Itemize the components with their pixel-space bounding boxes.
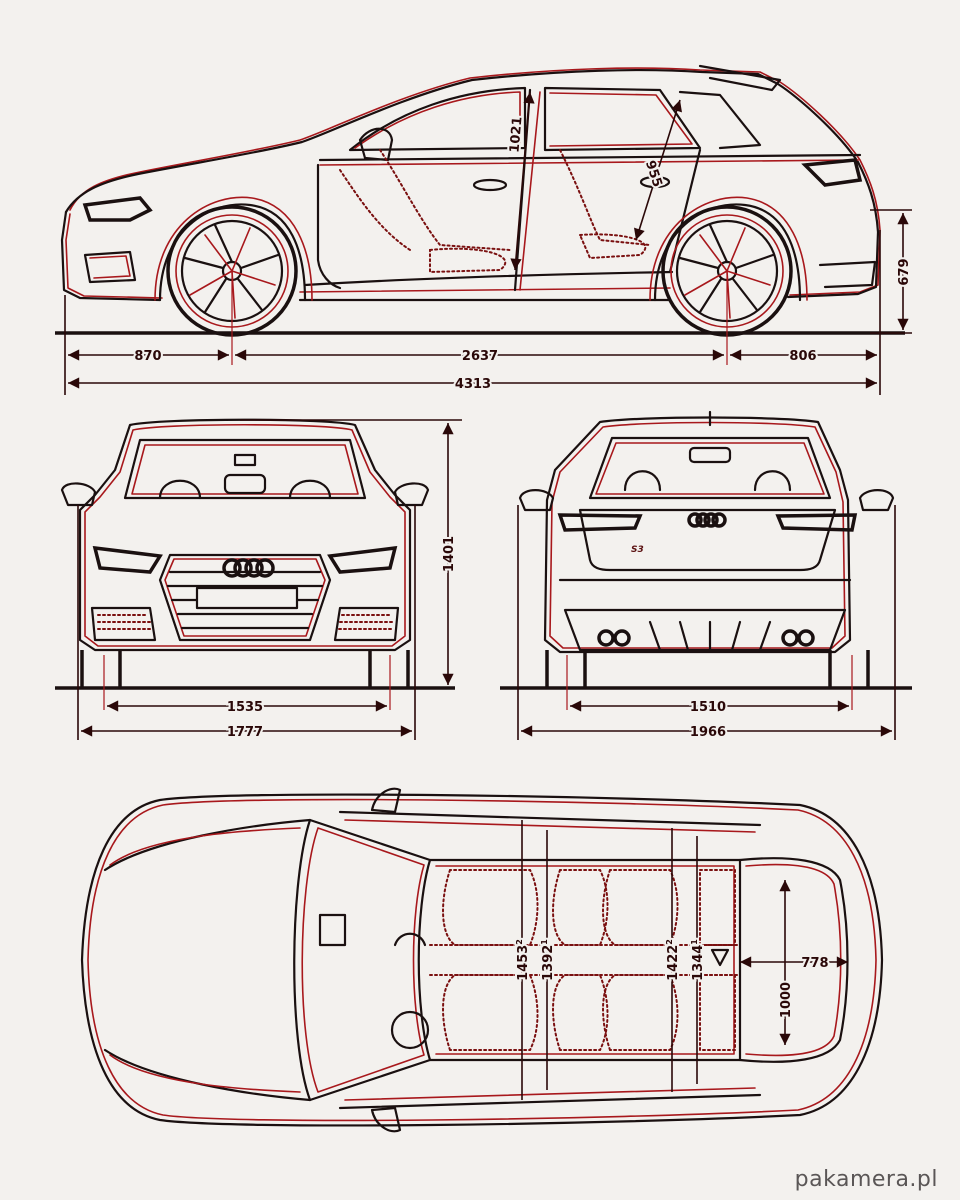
rear-model-badge: S3 <box>631 545 644 555</box>
audi-rings-front-icon <box>222 558 275 578</box>
front-wheel <box>154 196 313 337</box>
side-body-outline <box>60 64 881 302</box>
wheelbase-label: 2637 <box>462 349 498 364</box>
audi-rings-rear-icon <box>687 512 727 528</box>
rear-height-label: 679 <box>897 258 912 285</box>
front-headroom-label: 1021 <box>507 116 525 153</box>
top-seats-dotted <box>429 869 741 1051</box>
top-view: 14532 13921 14222 13441 778 1000 <box>80 787 884 1133</box>
height-label: 1401 <box>442 536 457 572</box>
exhaust-tips <box>597 629 815 647</box>
rear-track-label: 1510 <box>690 700 726 715</box>
watermark: pakamera.pl <box>794 1167 938 1192</box>
front-width-label: 1777 <box>227 725 263 740</box>
rear-overhang-label: 806 <box>789 349 816 364</box>
front-elbow-room-label: 13921 <box>540 939 556 981</box>
width-with-mirrors-label: 1966 <box>690 725 726 740</box>
front-shoulder-room-label: 14532 <box>515 939 531 981</box>
side-seats-dotted <box>339 149 651 274</box>
rear-elbow-room-label: 13441 <box>690 939 706 981</box>
side-view: 870 2637 806 4313 679 1021 955 <box>55 64 914 395</box>
overall-length-label: 4313 <box>455 377 491 392</box>
top-dimensions: 14532 13921 14222 13441 778 1000 <box>513 820 849 1100</box>
front-overhang-label: 870 <box>134 349 161 364</box>
front-track-label: 1535 <box>227 700 263 715</box>
front-dimensions: 1535 1777 1401 <box>77 419 462 742</box>
trunk-width-label: 1000 <box>779 982 794 1018</box>
rear-view: S3 1510 1966 <box>500 410 912 742</box>
rear-shoulder-room-label: 14222 <box>665 939 681 981</box>
trunk-length-label: 778 <box>801 956 828 971</box>
front-license-plate <box>195 586 299 610</box>
front-view: 1535 1777 1401 <box>55 418 462 742</box>
rear-dimensions: 1510 1966 <box>517 505 896 742</box>
rear-wheel <box>649 196 808 337</box>
